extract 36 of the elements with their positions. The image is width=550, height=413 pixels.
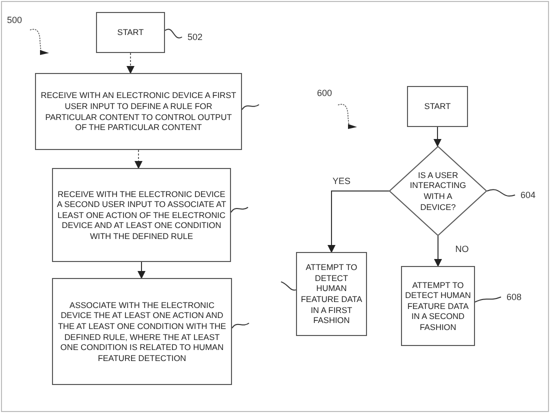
leader-line bbox=[474, 296, 502, 302]
leader-line bbox=[486, 189, 516, 197]
flow-arrow bbox=[434, 236, 442, 267]
process-box bbox=[52, 278, 232, 385]
leader-line bbox=[164, 28, 182, 38]
flow-arrow bbox=[434, 126, 442, 147]
leader-line bbox=[242, 104, 260, 110]
step-text: START bbox=[116, 27, 145, 38]
reference-numeral: 604 bbox=[517, 189, 539, 201]
process-box bbox=[96, 12, 165, 53]
reference-numeral: 502 bbox=[184, 31, 206, 43]
process-box bbox=[401, 266, 475, 346]
decision-diamond bbox=[389, 146, 487, 236]
flow-arrow bbox=[138, 262, 146, 279]
figure-number: 600 bbox=[317, 88, 332, 98]
step-text: ATTEMPT TO DETECT HUMAN FEATURE DATA IN A FIRST FASHION bbox=[300, 262, 364, 326]
step-text: ATTEMPT TO DETECT HUMAN FEATURE DATA IN A SECOND FASHION bbox=[404, 280, 472, 332]
leader-line bbox=[230, 206, 248, 213]
reference-numeral: 608 bbox=[503, 291, 525, 303]
step-text: IS A USER INTERACTING WITH A DEVICE? bbox=[408, 170, 468, 212]
step-text: RECEIVE WITH AN ELECTRONIC DEVICE A FIRST USER INPUT TO DEFINE A RULE FOR PARTICULAR CONTENT TO CONTROL OUTPUT OF THE PARTICULAR CONTENT bbox=[40, 90, 238, 133]
flow-arrow bbox=[126, 52, 134, 74]
process-box bbox=[52, 168, 231, 262]
process-box bbox=[35, 73, 242, 150]
figure-number: 500 bbox=[7, 15, 22, 25]
step-text: ASSOCIATE WITH THE ELECTRONIC DEVICE THE AT LEAST ONE ACTION AND THE AT LEAST ONE CONDITION WITH THE DEFINED RULE, WHERE THE AT LEAST ONE CONDITION IS RELATED TO HUMAN FEATURE DETECTION bbox=[56, 300, 228, 364]
leader-line bbox=[232, 322, 250, 329]
edge-label: YES bbox=[332, 176, 352, 186]
process-box bbox=[407, 86, 468, 127]
process-box bbox=[296, 252, 367, 336]
flow-arrow bbox=[134, 150, 142, 169]
edge-label: NO bbox=[454, 244, 470, 254]
step-text: RECEIVE WITH THE ELECTRONIC DEVICE A SECOND USER INPUT TO ASSOCIATE AT LEAST ONE ACTION OF THE ELECTRONIC DEVICE AND AT LEAST ONE CONDITION WITH THE DEFINED RULE bbox=[56, 188, 228, 242]
flow-arrow bbox=[328, 190, 390, 253]
leader-line bbox=[280, 281, 296, 291]
step-text: START bbox=[423, 101, 452, 112]
